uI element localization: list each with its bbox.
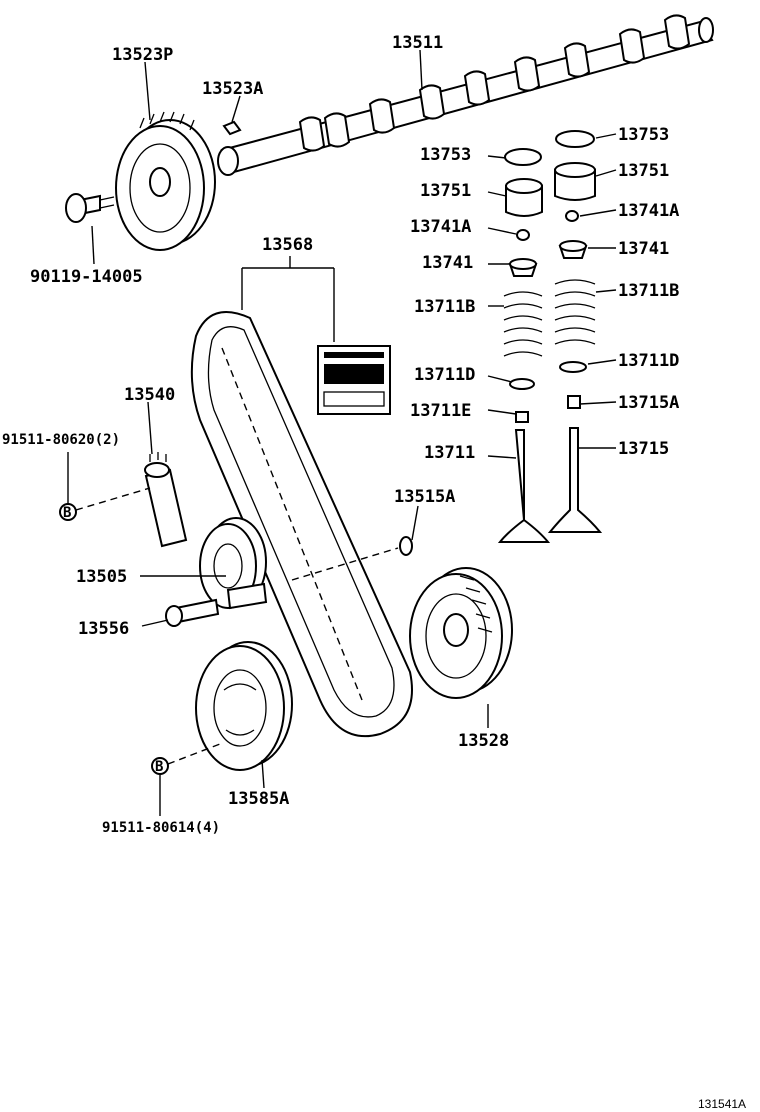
label-13711B-right: 13711B [618,281,679,301]
bolt-badge-upper: B [59,503,77,521]
label-13715A: 13715A [618,393,679,413]
label-13515A: 13515A [394,487,455,507]
belt-tensioner [144,452,188,548]
label-13528: 13528 [458,731,509,751]
label-13540: 13540 [124,385,175,405]
idler-bolt [165,598,220,627]
label-13523P: 13523P [112,45,173,65]
label-13711D-left: 13711D [414,365,475,385]
label-13753-left: 13753 [420,145,471,165]
camshaft-timing-pulley [115,111,216,251]
idler-pulley [199,517,268,610]
label-13751-left: 13751 [420,181,471,201]
leader-lines [67,49,617,816]
label-13711D-right: 13711D [618,351,679,371]
label-13751-right: 13751 [618,161,669,181]
label-13741-left: 13741 [422,253,473,273]
crank-key [399,536,413,556]
valve-train-left [497,148,551,543]
bolt-badge-lower: B [151,757,169,775]
label-13505: 13505 [76,567,127,587]
svg-text:B: B [155,759,163,775]
label-13741-right: 13741 [618,239,669,259]
label-13711: 13711 [424,443,475,463]
label-13741A-right: 13741A [618,201,679,221]
reference-code: 131541A [698,1097,746,1111]
label-90119-14005: 90119-14005 [30,267,143,287]
part-labels: 13523P 13523A 13511 13753 13751 13741A 1… [2,33,746,1111]
label-13711E: 13711E [410,401,471,421]
pulley-bolt [65,193,115,223]
svg-text:B: B [63,505,71,521]
valve-train-right [547,130,603,533]
label-91511-80614: 91511-80614(4) [102,820,220,836]
label-13523A: 13523A [202,79,263,99]
label-13753-right: 13753 [618,125,669,145]
crank-pulley-plate [195,641,293,771]
label-13585A: 13585A [228,789,289,809]
belt-info-tag [317,345,391,415]
label-13556: 13556 [78,619,129,639]
timing-belt [190,311,413,738]
crankshaft-timing-pulley [409,567,513,699]
label-91511-80620: 91511-80620(2) [2,432,120,448]
label-13568: 13568 [262,235,313,255]
label-13741A-left: 13741A [410,217,471,237]
camshaft [217,14,714,176]
key [222,120,242,136]
label-13711B-left: 13711B [414,297,475,317]
label-13715: 13715 [618,439,669,459]
cam-lobes [298,14,691,152]
label-13511: 13511 [392,33,443,53]
